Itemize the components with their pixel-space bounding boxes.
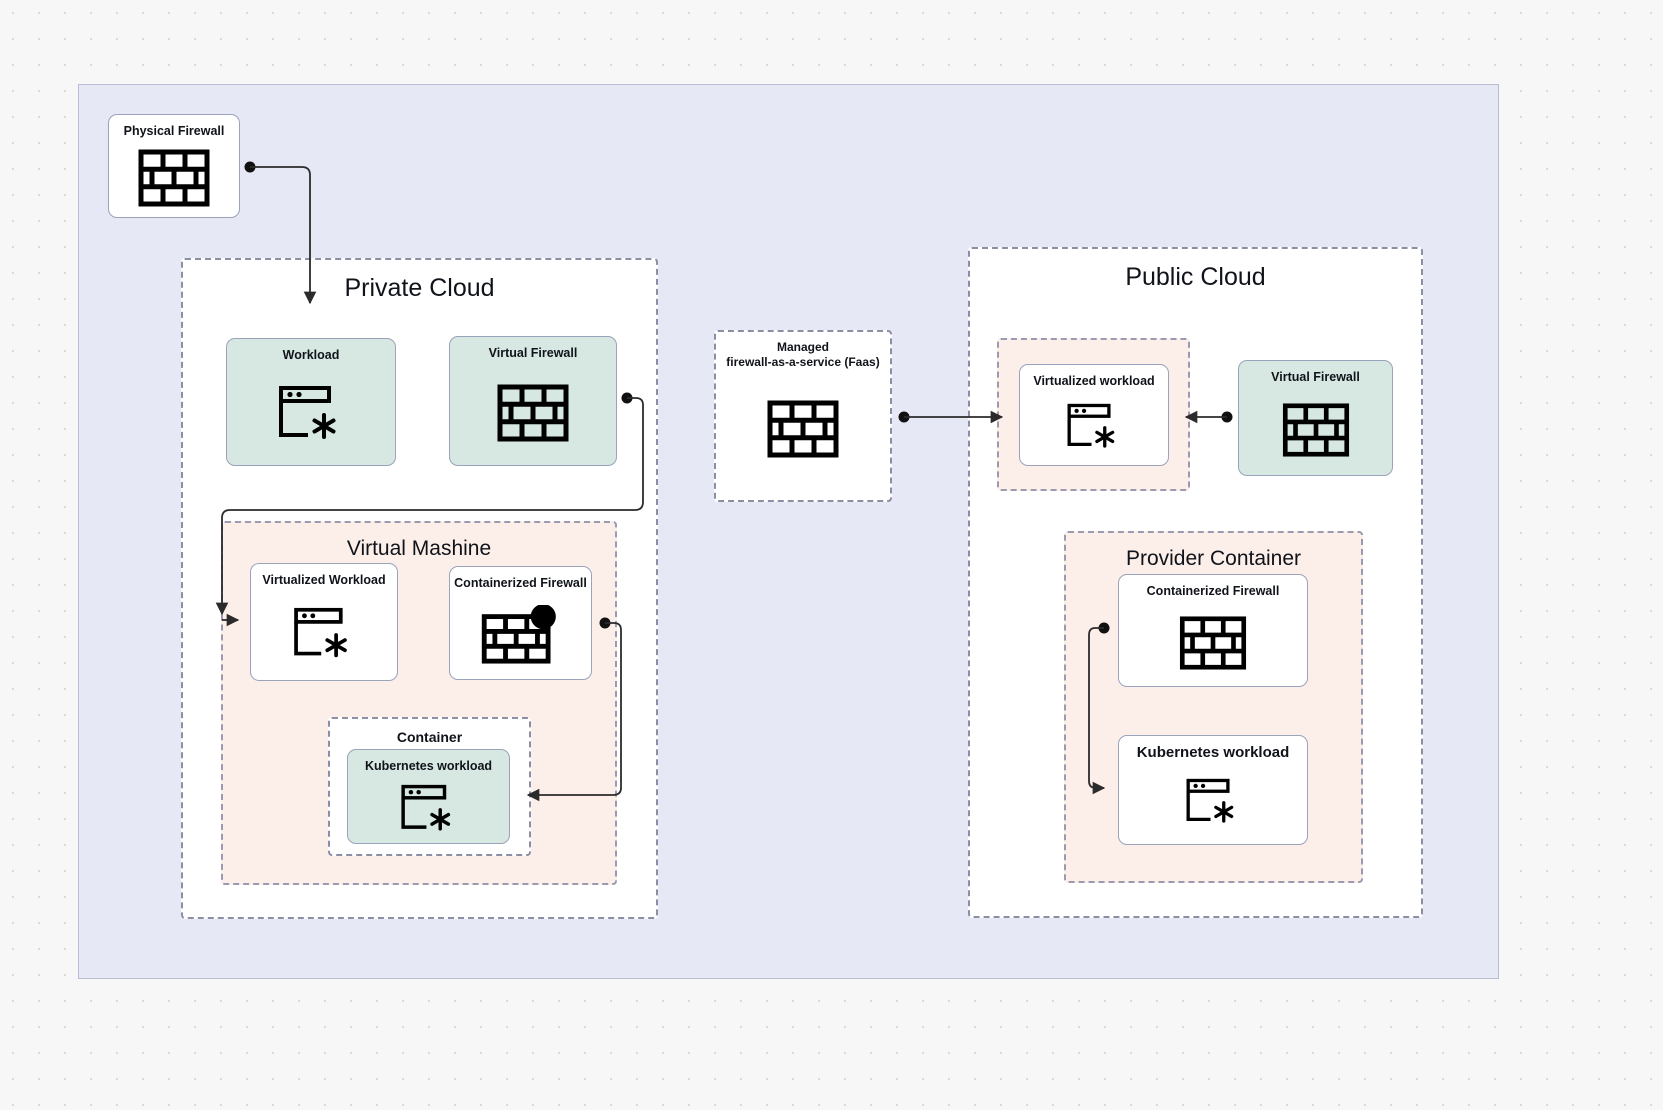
brick-firewall-icon [716, 400, 890, 458]
brick-firewall-icon [109, 139, 239, 217]
window-workload-icon [348, 774, 509, 843]
node-virtualized-workload-public[interactable]: Virtualized workload [1019, 364, 1169, 466]
node-virtual-firewall-private-label: Virtual Firewall [488, 346, 578, 360]
node-virtual-firewall-public-label: Virtual Firewall [1271, 370, 1360, 384]
node-managed-faas-label: Managed firewall-as-a-service (Faas) [716, 340, 890, 370]
group-virtual-machine-title: Virtual Mashine [346, 537, 492, 560]
group-provider-container-title: Provider Container [1125, 547, 1302, 570]
brick-firewall-icon [450, 361, 616, 465]
node-kubernetes-workload-provider-label: Kubernetes workload [1136, 744, 1290, 761]
group-container-title: Container [396, 729, 463, 745]
window-workload-icon [1119, 760, 1307, 844]
node-virtualized-workload-public-label: Virtualized workload [1033, 374, 1155, 388]
node-kubernetes-workload-private[interactable]: Kubernetes workload [347, 749, 510, 844]
group-public-cloud-title: Public Cloud [1125, 263, 1266, 291]
node-virtualized-workload-vm[interactable]: Virtualized Workload [250, 563, 398, 681]
node-physical-firewall-label: Physical Firewall [123, 124, 225, 138]
node-workload-label: Workload [282, 348, 340, 362]
node-kubernetes-workload-provider[interactable]: Kubernetes workload [1118, 735, 1308, 845]
brick-firewall-icon [1239, 385, 1392, 475]
group-private-cloud-title: Private Cloud [344, 274, 495, 302]
node-kubernetes-workload-private-label: Kubernetes workload [364, 759, 493, 773]
node-containerized-firewall-provider[interactable]: Containerized Firewall [1118, 574, 1308, 687]
node-workload[interactable]: Workload [226, 338, 396, 466]
node-containerized-firewall-provider-label: Containerized Firewall [1146, 584, 1280, 598]
managed-faas-line1: Managed [776, 340, 829, 354]
node-virtual-firewall-public[interactable]: Virtual Firewall [1238, 360, 1393, 476]
node-containerized-firewall-vm[interactable]: Containerized Firewall [449, 566, 592, 680]
window-workload-icon [1020, 389, 1168, 465]
window-workload-icon [227, 363, 395, 465]
brick-firewall-container-icon [450, 591, 591, 679]
window-workload-icon [251, 588, 397, 680]
group-managed-faas: Managed firewall-as-a-service (Faas) [714, 330, 892, 502]
node-virtualized-workload-vm-label: Virtualized Workload [262, 573, 386, 587]
node-physical-firewall[interactable]: Physical Firewall [108, 114, 240, 218]
node-containerized-firewall-vm-label: Containerized Firewall [454, 576, 587, 590]
node-virtual-firewall-private[interactable]: Virtual Firewall [449, 336, 617, 466]
managed-faas-line2: firewall-as-a-service (Faas) [726, 355, 880, 369]
brick-firewall-icon [1119, 599, 1307, 686]
